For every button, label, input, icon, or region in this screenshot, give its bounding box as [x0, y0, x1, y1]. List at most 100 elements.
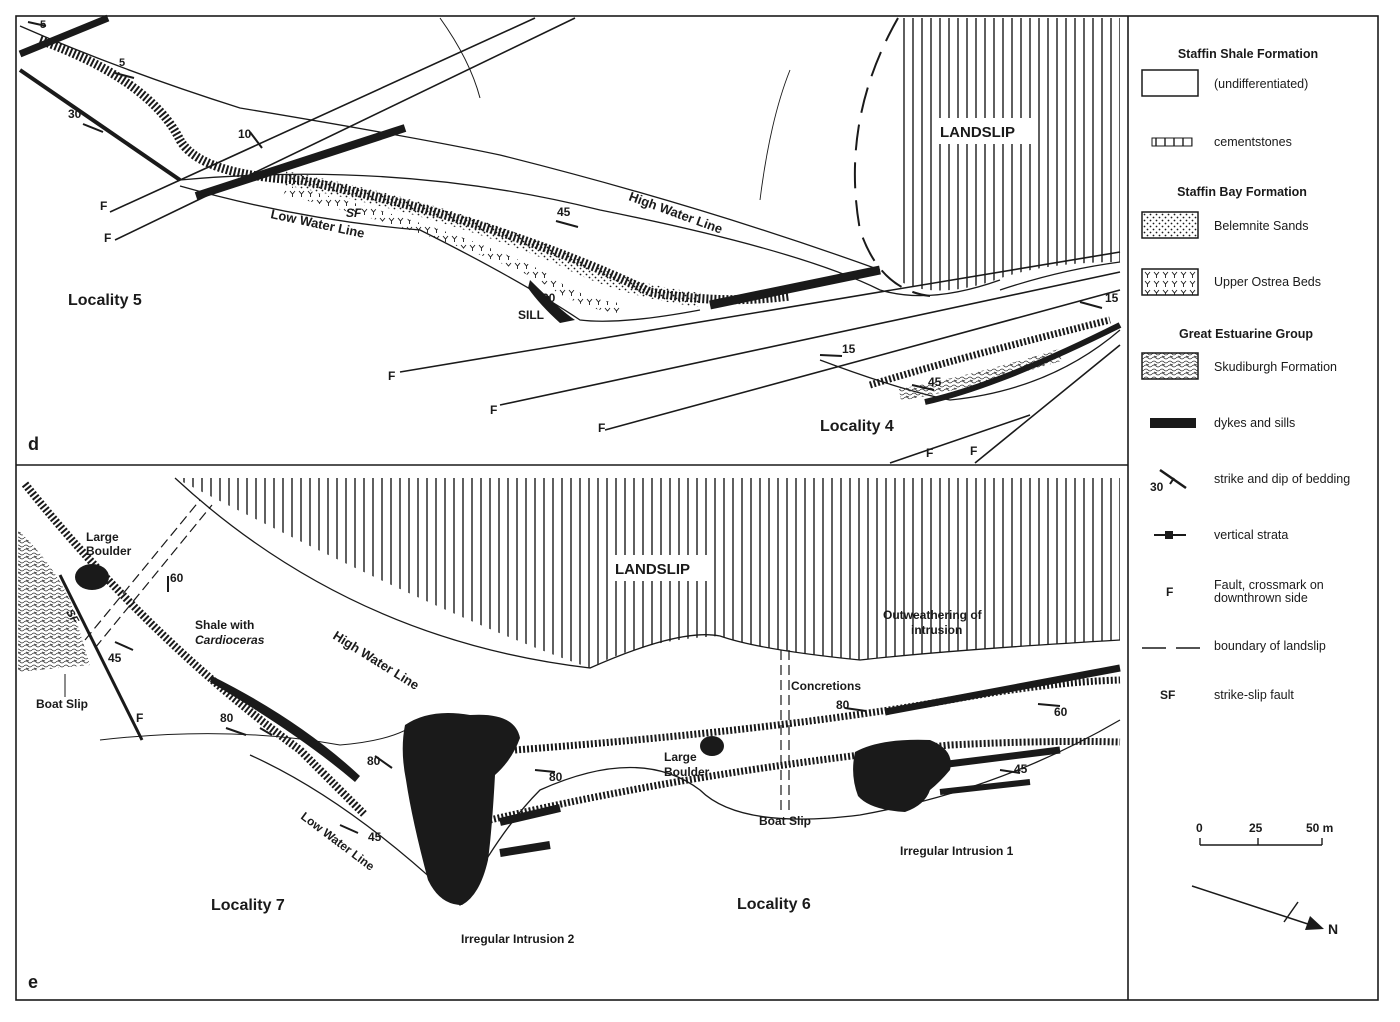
legend-skudiburgh-swatch	[1141, 352, 1199, 380]
fault-label-e: F	[136, 711, 143, 725]
locality-7-label: Locality 7	[211, 897, 285, 914]
fault-label-d2: F	[104, 231, 111, 245]
dip-e6: 80	[549, 770, 563, 784]
belemnite-band-d	[283, 171, 701, 307]
dyke-e4	[939, 746, 1061, 769]
ostrea-band-d	[283, 185, 621, 313]
cementstone-band-d2	[868, 316, 1111, 389]
scale-tick-50: 50 m	[1306, 821, 1333, 835]
dyke-e2	[499, 804, 561, 826]
hwl-e	[174, 477, 1121, 669]
irregular-intrusion-2	[402, 712, 520, 905]
dip-d9: 45	[928, 375, 942, 389]
dyke-e5	[939, 779, 1031, 795]
legend: Staffin Shale Formation (undifferentiate…	[1141, 47, 1350, 937]
panel-d: LANDSLIP F F F	[18, 14, 1122, 464]
north-arrow: N	[1191, 885, 1338, 937]
boat-slip-label-e1: Boat Slip	[36, 697, 88, 711]
dip-e4: 80	[367, 754, 381, 768]
cementstone-band-e2	[514, 676, 1121, 754]
dip-d5: 45	[557, 205, 571, 219]
dyke-e3	[499, 841, 551, 857]
dip-e5: 45	[368, 830, 382, 844]
coastline-upper-d	[19, 25, 881, 271]
panel-letter-e: e	[28, 972, 38, 992]
dip-e2: 45	[108, 651, 122, 665]
large-boulder-e1	[75, 564, 109, 590]
lwl-label-e: Low Water Line	[298, 809, 377, 873]
fault-label-d7: F	[970, 444, 977, 458]
dyke-d3	[709, 265, 881, 310]
legend-dykes-label: dykes and sills	[1214, 416, 1295, 430]
legend-belemnite-swatch	[1141, 211, 1199, 239]
lwl-d	[179, 185, 701, 322]
irregular-intrusion-1	[853, 739, 951, 812]
dip-d1: 5	[40, 19, 46, 31]
cementstone-band-e1	[21, 481, 368, 818]
dip-d2: 5	[119, 57, 125, 69]
legend-strike-dip-label: strike and dip of bedding	[1214, 472, 1350, 486]
fault-d7	[974, 344, 1121, 464]
dip-symbols-e	[114, 576, 1061, 834]
fault-d5	[604, 289, 1121, 431]
fault-d1	[109, 17, 536, 213]
dyke-d1	[18, 14, 110, 58]
legend-great-estuarine-heading: Great Estuarine Group	[1179, 327, 1313, 341]
cliff-line-d	[439, 17, 481, 99]
dip-d7: 15	[1105, 291, 1119, 305]
outweathering-label-a: Outweathering of	[883, 608, 983, 622]
fault-d3	[399, 251, 1121, 373]
shore-right-d2	[999, 261, 1121, 291]
landslip-dashed-e2	[94, 504, 213, 649]
legend-vertical-label: vertical strata	[1214, 528, 1288, 542]
hwl-d	[179, 173, 1001, 297]
legend-sf-symbol: SF	[1160, 688, 1175, 702]
dip-e7: 80	[836, 698, 850, 712]
cardioceras-label: Cardioceras	[195, 633, 265, 647]
dip-e9: 45	[1014, 762, 1028, 776]
locality-6-label: Locality 6	[737, 896, 811, 913]
locality-4-label: Locality 4	[820, 418, 894, 435]
legend-skudiburgh-label: Skudiburgh Formation	[1214, 360, 1337, 374]
intrusion-1-label: Irregular Intrusion 1	[900, 844, 1014, 858]
legend-ostrea-label: Upper Ostrea Beds	[1214, 275, 1321, 289]
legend-ostrea-swatch	[1141, 268, 1199, 296]
dip-e1: 60	[170, 571, 184, 585]
landslip-area-d	[898, 18, 1120, 291]
outweathering-label-b: intrusion	[911, 623, 962, 637]
fault-label-d6: F	[926, 446, 933, 460]
legend-cementstone-label: cementstones	[1214, 135, 1292, 149]
stream-d	[759, 69, 791, 201]
large-boulder-label-1b: Boulder	[86, 544, 132, 558]
fault-d2	[114, 17, 576, 241]
shore-right-d	[819, 329, 1121, 401]
fault-label-d3: F	[388, 369, 395, 383]
legend-fault-label-1: Fault, crossmark on	[1214, 578, 1324, 592]
legend-cementstone-swatch	[1151, 137, 1193, 147]
dip-e8: 60	[1054, 705, 1068, 719]
outweathering-dyke	[884, 664, 1121, 716]
sf-label-d: SF	[346, 206, 362, 220]
panel-letter-d: d	[28, 434, 39, 454]
hwl-label-d: High Water Line	[627, 189, 725, 237]
hwl-label-e: High Water Line	[330, 628, 421, 693]
fault-d4	[499, 271, 1121, 406]
legend-landslip-label: boundary of landslip	[1214, 639, 1326, 653]
north-arrow-label: N	[1328, 921, 1338, 937]
landslip-boundary-d	[853, 17, 931, 297]
landslip-label-d: LANDSLIP	[940, 124, 1015, 141]
legend-staffin-bay-heading: Staffin Bay Formation	[1177, 185, 1307, 199]
landslip-label-e: LANDSLIP	[615, 561, 690, 578]
boat-slip-label-e2: Boat Slip	[759, 814, 811, 828]
legend-sf-label: strike-slip fault	[1214, 688, 1294, 702]
dyke-right-d	[924, 322, 1122, 405]
large-boulder-label-2a: Large	[664, 750, 697, 764]
dip-e3: 80	[220, 711, 234, 725]
panel-e: LANDSLIP Large Boulder Shale with Car	[18, 477, 1121, 992]
legend-dykes-swatch	[1150, 418, 1196, 428]
scale-tick-25: 25	[1249, 821, 1263, 835]
legend-belemnite-label: Belemnite Sands	[1214, 219, 1309, 233]
map-frame	[15, 15, 1379, 1001]
fault-d6	[889, 414, 1031, 464]
